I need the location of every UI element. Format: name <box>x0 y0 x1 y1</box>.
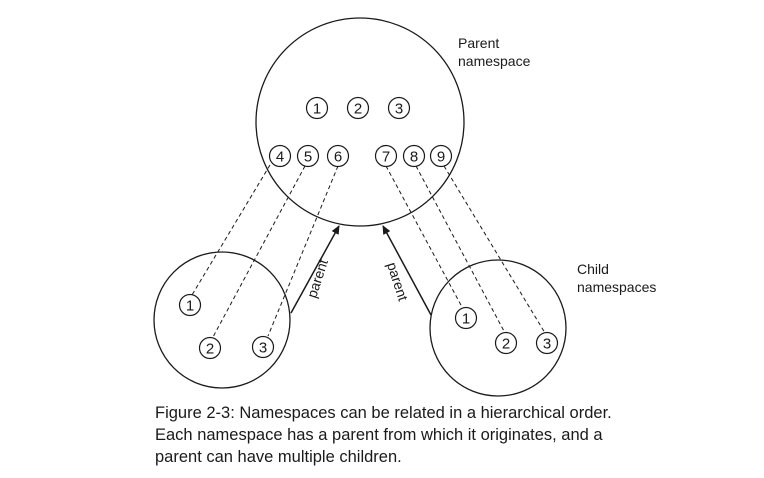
parent-node: 8 <box>402 144 426 168</box>
parent-node-label: 7 <box>382 149 390 166</box>
right-arrow-label: parent <box>384 260 412 303</box>
connector-6-to-left-3 <box>267 165 339 337</box>
connector-4-to-left-1 <box>191 164 271 296</box>
right-child-namespace-circle <box>429 259 567 397</box>
parent-node-label: 9 <box>437 149 445 166</box>
parent-node: 9 <box>429 144 453 168</box>
parent-node-label: 4 <box>276 149 284 166</box>
connector-8-to-right-2 <box>415 165 506 334</box>
child-namespaces-label-line1: Child <box>577 261 609 277</box>
left-child-node: 2 <box>198 336 222 360</box>
parent-node: 2 <box>346 96 370 120</box>
parent-namespace-label-line2: namespace <box>458 53 531 69</box>
left-child-node-label: 1 <box>186 298 194 315</box>
parent-node: 5 <box>296 144 320 168</box>
parent-node: 1 <box>305 96 329 120</box>
left-child-node: 1 <box>178 293 202 317</box>
figure-caption: Figure 2-3: Namespaces can be related in… <box>155 402 755 468</box>
right-parent-arrow <box>382 225 432 316</box>
left-child-node-label: 2 <box>206 341 214 358</box>
child-namespaces-label-line2: namespaces <box>577 279 656 295</box>
caption-line-3: parent can have multiple children. <box>155 448 402 466</box>
right-child-node: 2 <box>494 331 518 355</box>
right-child-node-label: 3 <box>543 336 551 353</box>
caption-line-1: Figure 2-3: Namespaces can be related in… <box>155 404 612 422</box>
right-child-node: 1 <box>454 306 478 330</box>
dashed-connectors <box>191 164 546 338</box>
parent-node: 4 <box>268 144 292 168</box>
right-child-node-label: 2 <box>502 336 510 353</box>
parent-node-label: 8 <box>410 149 418 166</box>
caption-line-2: Each namespace has a parent from which i… <box>155 426 603 444</box>
right-child-node-label: 1 <box>462 311 470 328</box>
parent-node: 6 <box>326 144 350 168</box>
left-parent-arrow <box>290 225 340 314</box>
parent-node: 7 <box>374 144 398 168</box>
connector-7-to-right-1 <box>385 165 463 308</box>
parent-node-label: 1 <box>313 101 321 118</box>
namespace-hierarchy-diagram: parent parent Parent namespace Child nam… <box>153 17 656 397</box>
connector-5-to-left-2 <box>212 165 306 338</box>
left-child-namespace-circle <box>153 251 291 389</box>
parent-node-label: 2 <box>354 101 362 118</box>
left-child-node-label: 3 <box>259 340 267 357</box>
connector-9-to-right-3 <box>443 165 546 334</box>
parent-node-label: 5 <box>304 149 312 166</box>
parent-node-row1: 1 2 3 <box>305 96 411 120</box>
parent-namespace-label-line1: Parent <box>458 35 499 51</box>
left-child-nodes: 1 2 3 <box>178 293 275 360</box>
parent-node-right-group: 7 8 9 <box>374 144 453 168</box>
left-child-node: 3 <box>251 335 275 359</box>
parent-namespace-circle <box>255 17 465 227</box>
parent-node-label: 3 <box>395 101 403 118</box>
left-arrow-label: parent <box>304 257 332 300</box>
right-child-nodes: 1 2 3 <box>454 306 559 355</box>
right-child-node: 3 <box>535 331 559 355</box>
parent-node-label: 6 <box>334 149 342 166</box>
parent-node: 3 <box>387 96 411 120</box>
parent-node-left-group: 4 5 6 <box>268 144 350 168</box>
